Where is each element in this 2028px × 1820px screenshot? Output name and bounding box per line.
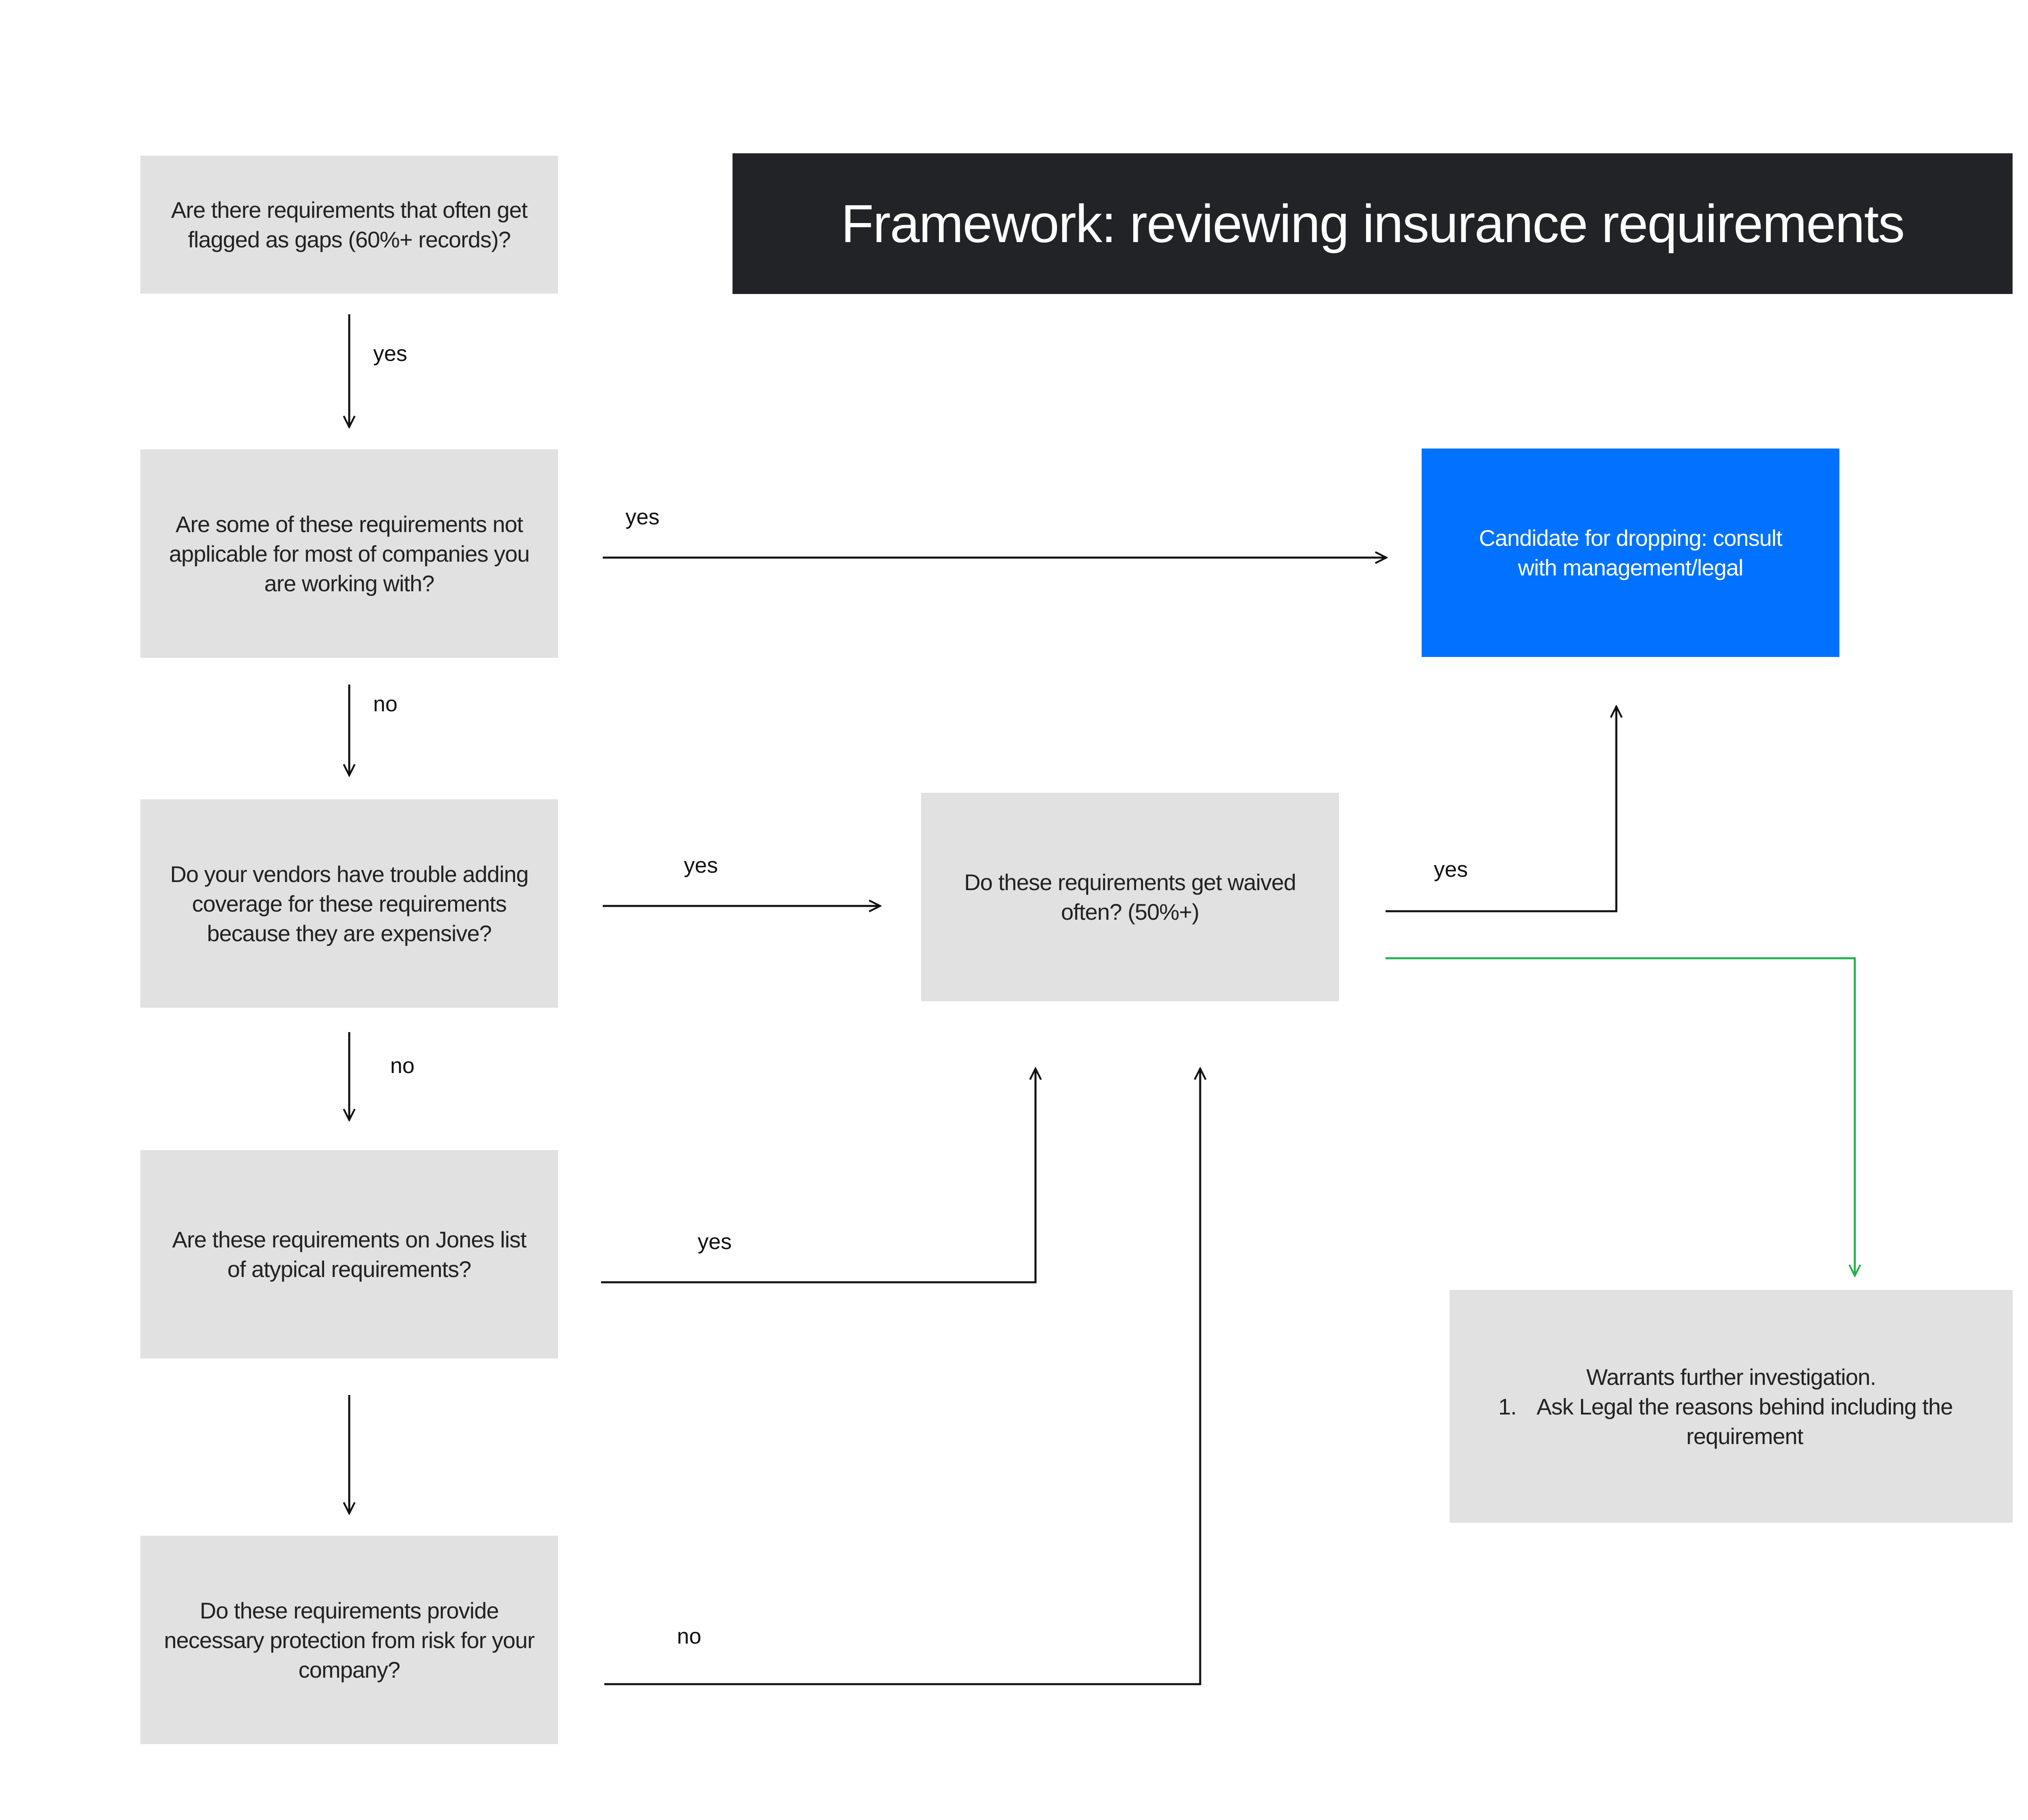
question-atypical-list: Are these requirements on Jones list of … (140, 1150, 558, 1359)
edge-label-q5-no: no (677, 1624, 702, 1648)
question-not-applicable-text: Are some of these requirements not appli… (169, 511, 530, 596)
question-coverage-expensive: Do your vendors have trouble adding cove… (140, 799, 558, 1008)
investigation-step: 1. Ask Legal the reasons behind includin… (1498, 1392, 1964, 1451)
arrow-waived-to-investigation (1386, 957, 1855, 1276)
outcome-further-investigation: Warrants further investigation. 1. Ask L… (1450, 1290, 2013, 1523)
investigation-step-text: Ask Legal the reasons behind including t… (1536, 1393, 1953, 1449)
edge-label-q2-no: no (373, 692, 398, 716)
question-not-applicable: Are some of these requirements not appli… (140, 449, 558, 658)
edge-label-q3-yes: yes (684, 853, 718, 878)
question-coverage-expensive-text: Do your vendors have trouble adding cove… (170, 861, 528, 946)
question-waived-often: Do these requirements get waived often? … (921, 793, 1339, 1001)
edge-label-q4-yes: yes (698, 1230, 732, 1254)
question-waived-often-text: Do these requirements get waived often? … (964, 869, 1296, 925)
question-necessary-protection-text: Do these requirements provide necessary … (164, 1597, 535, 1683)
investigation-heading: Warrants further investigation. (1586, 1364, 1876, 1390)
outcome-candidate-text: Candidate for dropping: consult with man… (1479, 525, 1782, 580)
question-necessary-protection: Do these requirements provide necessary … (140, 1536, 558, 1744)
investigation-step-number: 1. (1498, 1393, 1517, 1419)
question-frequent-gaps-text: Are there requirements that often get fl… (171, 197, 528, 252)
question-atypical-list-text: Are these requirements on Jones list of … (172, 1227, 527, 1282)
page-title: Framework: reviewing insurance requireme… (733, 153, 2013, 294)
arrow-q5-to-waived (604, 1069, 1200, 1685)
edge-label-waived-yes: yes (1434, 857, 1468, 882)
edge-label-q2-yes: yes (625, 505, 660, 529)
arrow-waived-to-candidate (1386, 706, 1616, 912)
question-frequent-gaps: Are there requirements that often get fl… (140, 156, 558, 294)
edge-label-q3-no: no (390, 1054, 415, 1078)
arrow-q4-to-waived (601, 1069, 1035, 1283)
edge-label-q1-yes: yes (373, 341, 408, 366)
outcome-candidate-for-dropping: Candidate for dropping: consult with man… (1422, 449, 1839, 657)
